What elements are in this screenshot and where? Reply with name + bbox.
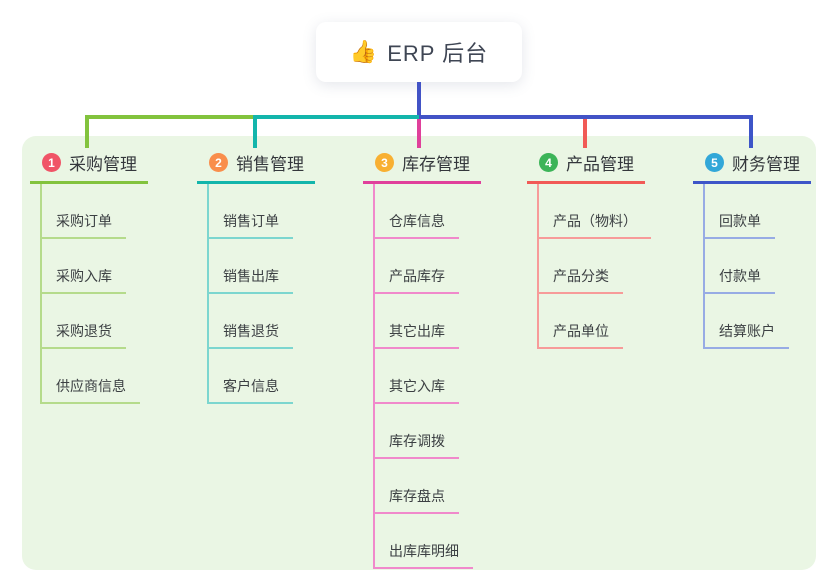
branch-label: 销售管理 [236, 155, 304, 174]
child-node-label[interactable]: 产品库存 [373, 266, 459, 294]
child-node[interactable]: 产品库存 [363, 239, 481, 294]
branch-number-badge: 5 [705, 153, 724, 172]
child-node-label[interactable]: 库存调拨 [373, 431, 459, 459]
branch-number-badge: 4 [539, 153, 558, 172]
children-connector-line [207, 184, 209, 404]
branch-finance: 5 财务管理 回款单 付款单 结算账户 [693, 148, 811, 349]
child-node-label[interactable]: 客户信息 [207, 376, 293, 404]
branch-children: 销售订单 销售出库 销售退货 客户信息 [197, 184, 315, 404]
child-node[interactable]: 其它出库 [363, 294, 481, 349]
child-node[interactable]: 销售出库 [197, 239, 315, 294]
branch-header-purchase[interactable]: 1 采购管理 [30, 148, 148, 184]
child-node-label[interactable]: 产品分类 [537, 266, 623, 294]
branch-label: 采购管理 [69, 155, 137, 174]
branch-children: 回款单 付款单 结算账户 [693, 184, 811, 349]
children-connector-line [537, 184, 539, 349]
root-node-label: ERP 后台 [387, 41, 489, 66]
child-node-label[interactable]: 供应商信息 [40, 376, 140, 404]
branch-number-badge: 3 [375, 153, 394, 172]
child-node[interactable]: 库存调拨 [363, 404, 481, 459]
branch-children: 产品（物料） 产品分类 产品单位 [527, 184, 651, 349]
branch-header-inventory[interactable]: 3 库存管理 [363, 148, 481, 184]
child-node[interactable]: 产品分类 [527, 239, 645, 294]
child-node-label[interactable]: 出库库明细 [373, 541, 473, 569]
children-connector-line [373, 184, 375, 569]
connector-bus-blue [419, 115, 753, 119]
branch-number-badge: 2 [209, 153, 228, 172]
child-node[interactable]: 回款单 [693, 184, 811, 239]
branch-product: 4 产品管理 产品（物料） 产品分类 产品单位 [527, 148, 651, 349]
child-node[interactable]: 采购入库 [30, 239, 148, 294]
branches-background-panel [22, 136, 816, 570]
child-node-label[interactable]: 采购入库 [40, 266, 126, 294]
children-connector-line [703, 184, 705, 349]
branch-inventory: 3 库存管理 仓库信息 产品库存 其它出库 其它入库 库存调拨 库存盘点 出库库… [363, 148, 481, 569]
child-node[interactable]: 仓库信息 [363, 184, 481, 239]
child-node[interactable]: 库存盘点 [363, 459, 481, 514]
connector-root-drop [417, 82, 421, 116]
child-node-label[interactable]: 结算账户 [703, 321, 789, 349]
child-node[interactable]: 客户信息 [197, 349, 315, 404]
children-connector-line [40, 184, 42, 404]
child-node-label[interactable]: 采购退货 [40, 321, 126, 349]
child-node-label[interactable]: 仓库信息 [373, 211, 459, 239]
branch-children: 仓库信息 产品库存 其它出库 其它入库 库存调拨 库存盘点 出库库明细 [363, 184, 481, 569]
child-node-label[interactable]: 其它入库 [373, 376, 459, 404]
child-node[interactable]: 结算账户 [693, 294, 811, 349]
child-node[interactable]: 出库库明细 [363, 514, 481, 569]
child-node-label[interactable]: 付款单 [703, 266, 775, 294]
branch-label: 产品管理 [566, 155, 634, 174]
branch-number-badge: 1 [42, 153, 61, 172]
child-node-label[interactable]: 产品（物料） [537, 211, 651, 239]
branch-header-sales[interactable]: 2 销售管理 [197, 148, 315, 184]
branch-sales: 2 销售管理 销售订单 销售出库 销售退货 客户信息 [197, 148, 315, 404]
branch-label: 财务管理 [732, 155, 800, 174]
branch-purchase: 1 采购管理 采购订单 采购入库 采购退货 供应商信息 [30, 148, 148, 404]
child-node[interactable]: 产品（物料） [527, 184, 651, 239]
child-node-label[interactable]: 采购订单 [40, 211, 126, 239]
child-node-label[interactable]: 其它出库 [373, 321, 459, 349]
connector-drop-branch4 [583, 119, 587, 148]
child-node[interactable]: 销售订单 [197, 184, 315, 239]
child-node[interactable]: 销售退货 [197, 294, 315, 349]
child-node-label[interactable]: 产品单位 [537, 321, 623, 349]
child-node-label[interactable]: 销售出库 [207, 266, 293, 294]
connector-bus-green [85, 115, 253, 119]
child-node-label[interactable]: 库存盘点 [373, 486, 459, 514]
root-node-erp[interactable]: 👍 ERP 后台 [316, 22, 522, 82]
child-node[interactable]: 付款单 [693, 239, 811, 294]
child-node[interactable]: 产品单位 [527, 294, 645, 349]
connector-bus-teal [253, 115, 419, 119]
child-node-label[interactable]: 销售退货 [207, 321, 293, 349]
child-node-label[interactable]: 销售订单 [207, 211, 293, 239]
child-node[interactable]: 采购退货 [30, 294, 148, 349]
connector-drop-branch5 [749, 115, 753, 148]
branch-label: 库存管理 [402, 155, 470, 174]
connector-drop-branch3 [417, 119, 421, 148]
child-node[interactable]: 供应商信息 [30, 349, 148, 404]
branch-header-finance[interactable]: 5 财务管理 [693, 148, 811, 184]
thumbs-up-icon: 👍 [349, 39, 378, 64]
branch-header-product[interactable]: 4 产品管理 [527, 148, 645, 184]
child-node-label[interactable]: 回款单 [703, 211, 775, 239]
child-node[interactable]: 采购订单 [30, 184, 148, 239]
child-node[interactable]: 其它入库 [363, 349, 481, 404]
connector-drop-branch1 [85, 115, 89, 148]
branch-children: 采购订单 采购入库 采购退货 供应商信息 [30, 184, 148, 404]
connector-drop-branch2 [253, 115, 257, 148]
